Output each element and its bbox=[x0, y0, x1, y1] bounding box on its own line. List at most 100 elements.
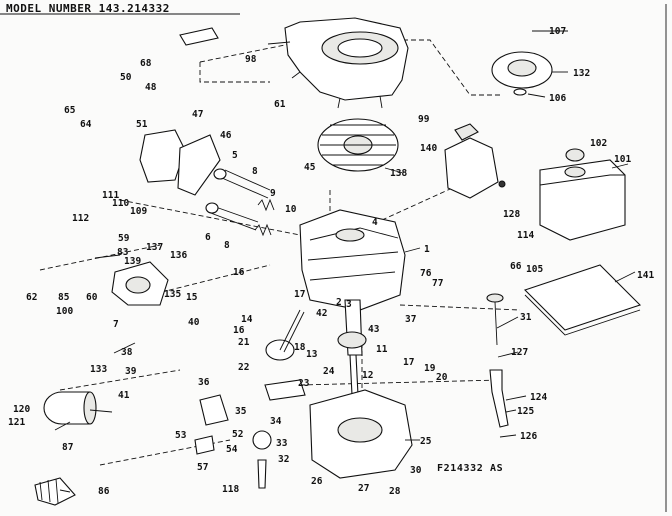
callout-27: 27 bbox=[358, 483, 369, 494]
callout-12: 12 bbox=[362, 370, 373, 381]
callout-133: 133 bbox=[90, 364, 107, 375]
callout-32: 32 bbox=[278, 454, 289, 465]
callout-36: 36 bbox=[198, 377, 210, 388]
callout-66: 66 bbox=[510, 261, 522, 272]
callout-127: 127 bbox=[511, 347, 528, 358]
callout-102: 102 bbox=[590, 138, 607, 149]
callout-62: 62 bbox=[26, 292, 37, 303]
carburetor bbox=[111, 261, 169, 306]
callout-46: 46 bbox=[220, 130, 232, 141]
callout-35: 35 bbox=[235, 406, 247, 417]
cylinder-block bbox=[299, 209, 406, 311]
drawing-code: F214332 AS bbox=[437, 463, 504, 474]
callout-8b: 8 bbox=[224, 240, 230, 251]
callout-101: 101 bbox=[614, 154, 631, 165]
callout-51: 51 bbox=[136, 119, 148, 130]
callout-9: 9 bbox=[270, 188, 276, 199]
callout-20: 20 bbox=[436, 372, 448, 383]
crankshaft bbox=[337, 299, 367, 396]
callout-11: 11 bbox=[376, 344, 388, 355]
callout-33: 33 bbox=[276, 438, 288, 449]
leader-lines bbox=[54, 30, 636, 493]
dipstick-tube bbox=[486, 293, 509, 428]
callout-125: 125 bbox=[517, 406, 534, 417]
camshaft-gear bbox=[252, 430, 272, 489]
callout-135: 135 bbox=[164, 289, 181, 300]
callout-68: 68 bbox=[140, 58, 152, 69]
callout-34: 34 bbox=[270, 416, 282, 427]
model-number-title: MODEL NUMBER 143.214332 bbox=[6, 2, 170, 15]
callout-18: 18 bbox=[294, 342, 306, 353]
callout-64: 64 bbox=[80, 119, 92, 130]
callout-128: 128 bbox=[503, 209, 520, 220]
ignition-module bbox=[444, 123, 506, 199]
callout-7: 7 bbox=[113, 319, 119, 330]
callout-139: 139 bbox=[124, 256, 141, 267]
rewind-starter bbox=[491, 51, 553, 96]
callout-50: 50 bbox=[120, 72, 132, 83]
fuel-cap bbox=[565, 148, 585, 162]
callout-54: 54 bbox=[226, 444, 238, 455]
callout-17: 17 bbox=[294, 289, 305, 300]
callout-40: 40 bbox=[188, 317, 200, 328]
owners-manual bbox=[523, 264, 642, 336]
callout-105: 105 bbox=[526, 264, 543, 275]
callout-76: 76 bbox=[420, 268, 432, 279]
callout-37: 37 bbox=[405, 314, 416, 325]
callout-137: 137 bbox=[146, 242, 163, 253]
callout-14: 14 bbox=[241, 314, 253, 325]
callout-16: 16 bbox=[233, 267, 245, 278]
callout-13: 13 bbox=[306, 349, 318, 360]
callout-10: 10 bbox=[285, 204, 297, 215]
callout-77: 77 bbox=[432, 278, 443, 289]
callout-140: 140 bbox=[420, 143, 437, 154]
callout-52: 52 bbox=[232, 429, 243, 440]
callout-28: 28 bbox=[389, 486, 401, 497]
callout-45: 45 bbox=[304, 162, 316, 173]
callout-22: 22 bbox=[238, 362, 249, 373]
callout-1: 1 bbox=[424, 244, 430, 255]
callout-57: 57 bbox=[197, 462, 208, 473]
callout-126: 126 bbox=[520, 431, 537, 442]
callout-120: 120 bbox=[13, 404, 30, 415]
callout-109: 109 bbox=[130, 206, 147, 217]
callout-114: 114 bbox=[517, 230, 534, 241]
callout-26: 26 bbox=[311, 476, 323, 487]
callout-99: 99 bbox=[418, 114, 430, 125]
callout-4: 4 bbox=[372, 217, 378, 228]
callout-83: 83 bbox=[117, 247, 129, 258]
callout-5: 5 bbox=[232, 150, 238, 161]
callout-39: 39 bbox=[125, 366, 137, 377]
connecting-rod bbox=[264, 309, 306, 401]
callout-111: 111 bbox=[102, 190, 119, 201]
callout-38: 38 bbox=[121, 347, 133, 358]
crankcase-cover bbox=[309, 389, 413, 479]
starter-drive bbox=[34, 477, 76, 506]
callout-124: 124 bbox=[530, 392, 547, 403]
callout-112: 112 bbox=[72, 213, 89, 224]
callout-8: 8 bbox=[252, 166, 258, 177]
blower-housing bbox=[284, 17, 409, 109]
callout-labels: 1 2 3 4 5 6 7 8 8 9 10 11 12 13 14 15 16… bbox=[8, 26, 654, 497]
callout-60: 60 bbox=[86, 292, 98, 303]
callout-3: 3 bbox=[346, 299, 352, 310]
callout-121: 121 bbox=[8, 417, 25, 428]
callout-136: 136 bbox=[170, 250, 187, 261]
callout-42: 42 bbox=[316, 308, 327, 319]
callout-17b: 17 bbox=[403, 357, 414, 368]
callout-85: 85 bbox=[58, 292, 70, 303]
callout-21: 21 bbox=[238, 337, 250, 348]
callout-138: 138 bbox=[390, 168, 407, 179]
callout-100: 100 bbox=[56, 306, 73, 317]
callout-24: 24 bbox=[323, 366, 335, 377]
callout-19: 19 bbox=[424, 363, 436, 374]
callout-2: 2 bbox=[336, 297, 342, 308]
callout-59: 59 bbox=[118, 233, 130, 244]
callout-107: 107 bbox=[549, 26, 566, 37]
air-cleaner-housing bbox=[139, 129, 221, 196]
callout-25: 25 bbox=[420, 436, 432, 447]
callout-98: 98 bbox=[245, 54, 257, 65]
callout-48: 48 bbox=[145, 82, 157, 93]
